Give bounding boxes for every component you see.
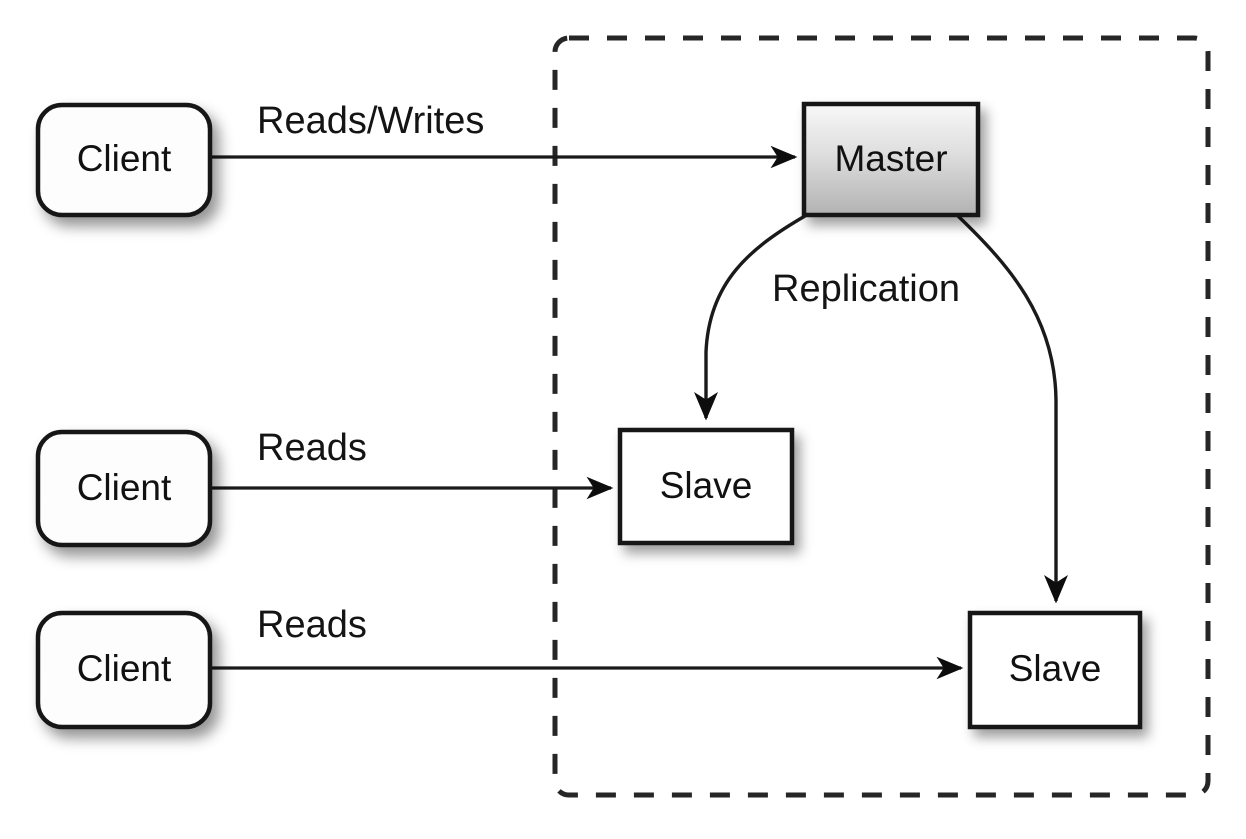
- edge-label-reads-bottom: Reads: [257, 604, 367, 646]
- client-top-label: Client: [77, 138, 172, 179]
- client-middle-label: Client: [77, 467, 172, 508]
- edge-master-to-slave-lower: [956, 214, 1068, 604]
- master-box: [801, 101, 981, 218]
- edge-label-reads-middle: Reads: [257, 427, 367, 469]
- client-top-box: [35, 102, 213, 218]
- node-slave-upper[interactable]: Slave: [617, 427, 795, 546]
- slave-upper-box: [617, 427, 795, 546]
- database-cluster-boundary: [552, 35, 1211, 798]
- client-bottom-label: Client: [77, 648, 172, 689]
- client-middle-box: [35, 429, 213, 548]
- client-bottom-box: [35, 610, 213, 730]
- edge-label-reads-writes: Reads/Writes: [257, 100, 484, 142]
- node-master[interactable]: Master: [801, 101, 981, 218]
- master-label: Master: [834, 138, 947, 179]
- node-slave-lower[interactable]: Slave: [967, 610, 1143, 730]
- slave-upper-label: Slave: [660, 465, 753, 506]
- edge-master-to-slave-upper: [694, 214, 806, 421]
- node-client-middle[interactable]: Client: [35, 429, 213, 548]
- node-client-bottom[interactable]: Client: [35, 610, 213, 730]
- slave-lower-label: Slave: [1009, 648, 1102, 689]
- slave-lower-box: [967, 610, 1143, 730]
- edge-label-replication: Replication: [772, 268, 960, 310]
- node-client-top[interactable]: Client: [35, 102, 213, 218]
